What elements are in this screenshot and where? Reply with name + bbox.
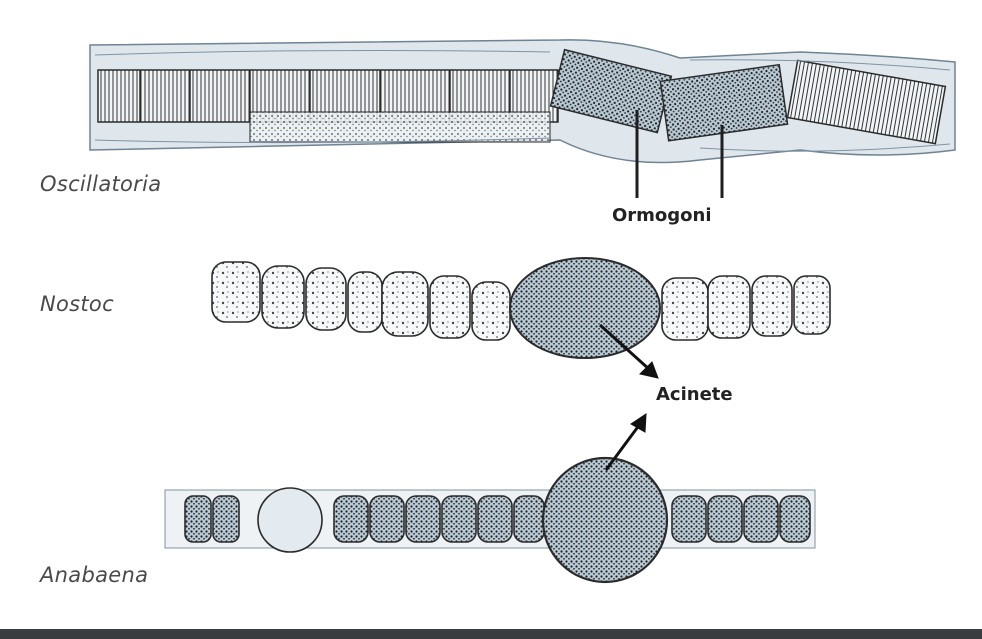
nostoc-filament bbox=[212, 258, 830, 358]
nostoc-label: Nostoc bbox=[40, 292, 114, 316]
anabaena-akinete bbox=[543, 458, 667, 582]
oscillatoria-filament bbox=[90, 40, 955, 163]
oscillatoria-label: Oscillatoria bbox=[40, 172, 161, 196]
ormogoni-label: Ormogoni bbox=[612, 205, 712, 226]
anabaena-heterocyst bbox=[258, 488, 322, 552]
nostoc-akinete bbox=[510, 258, 660, 358]
acinete-label: Acinete bbox=[656, 384, 733, 405]
anabaena-filament bbox=[165, 458, 815, 582]
anabaena-label: Anabaena bbox=[40, 563, 148, 587]
bottom-border-bar bbox=[0, 629, 982, 639]
